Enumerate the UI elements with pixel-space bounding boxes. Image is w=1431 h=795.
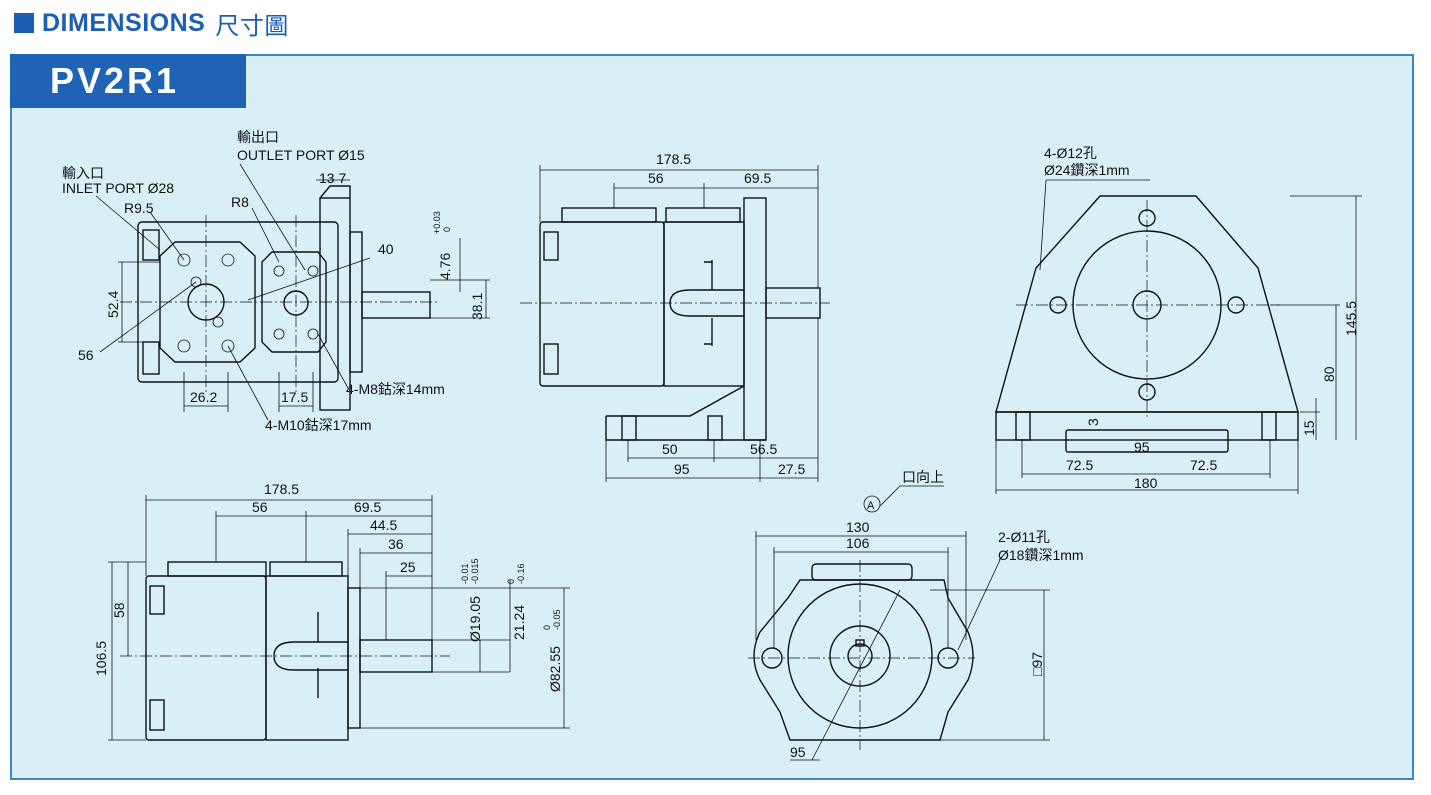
model-tab: PV2R1 (10, 54, 246, 108)
dim-72-5-right: 72.5 (1190, 457, 1217, 473)
foot-holes-line2: Ø24鑽深1mm (1044, 162, 1130, 178)
dim-69-5-flange: 69.5 (354, 499, 381, 515)
dim-50: 50 (662, 441, 678, 457)
side-foot-view (520, 165, 830, 482)
tol-82-55-upper: 0 (542, 625, 552, 630)
dim-97: □97 (1029, 652, 1045, 676)
dim-19-05: Ø19.05 (467, 596, 483, 642)
radius-label-9-5: R9.5 (124, 200, 154, 216)
heading-title: DIMENSIONS (42, 8, 206, 37)
dim-4-76: 4.76 (437, 253, 453, 280)
side-flange-view (108, 495, 570, 741)
outlet-port-label: OUTLET PORT Ø15 (237, 147, 365, 163)
dim-145-5: 145.5 (1343, 301, 1359, 336)
foot-bracket-view (995, 179, 1362, 494)
dim-52-4: 52.4 (105, 291, 121, 318)
dim-40: 40 (378, 241, 394, 257)
tol-19-05-upper: -0.01 (460, 563, 470, 584)
dim-69-5-side: 69.5 (744, 170, 771, 186)
dim-72-5-left: 72.5 (1066, 457, 1093, 473)
tol-21-24-upper: 0 (506, 579, 516, 584)
dim-21-24: 21.24 (511, 605, 527, 640)
dim-95-flange: 95 (790, 744, 806, 760)
dim-178-5-side: 178.5 (656, 151, 691, 167)
drawing-frame (10, 54, 1414, 780)
section-heading: DIMENSIONS 尺寸圖 (14, 6, 289, 40)
dim-13-7: 13 7 (319, 170, 346, 186)
dim-25: 25 (400, 559, 416, 575)
inlet-port-cn: 輸入口 (62, 165, 104, 181)
radius-label-8: R8 (231, 194, 249, 210)
tol-19-05-lower: -0.015 (470, 558, 480, 584)
outlet-port-cn: 輸出口 (237, 129, 279, 145)
dim-38-1: 38.1 (469, 293, 485, 320)
dim-180: 180 (1134, 475, 1158, 491)
flange-front-view (748, 485, 1050, 761)
square-bullet-icon (14, 13, 34, 33)
flange-holes-line1: 2-Ø11孔 (998, 529, 1050, 545)
m8-hole-label: 4-M8鈷深14mm (346, 381, 445, 397)
foot-holes-line1: 4-Ø12孔 (1044, 145, 1097, 161)
dim-95-side: 95 (674, 461, 690, 477)
port-up-label: 口向上 (902, 469, 944, 485)
flange-holes-line2: Ø18鑽深1mm (998, 547, 1084, 563)
dim-95-foot: 95 (1134, 439, 1150, 455)
m10-hole-label: 4-M10鈷深17mm (265, 417, 372, 433)
dim-44-5: 44.5 (370, 517, 397, 533)
dim-58: 58 (111, 602, 127, 618)
dim-36: 36 (388, 536, 404, 552)
tol-82-55-lower: -0.05 (552, 609, 562, 630)
dim-130: 130 (846, 519, 870, 535)
dim-3: 3 (1085, 418, 1101, 426)
view-a-circle (863, 495, 881, 513)
dim-56-side: 56 (648, 170, 664, 186)
port-face-view (95, 163, 490, 421)
dim-56-port: 56 (78, 347, 94, 363)
dim-106-5: 106.5 (93, 641, 109, 676)
tol-21-24-lower: -0.16 (516, 563, 526, 584)
dim-26-2: 26.2 (190, 389, 217, 405)
dim-27-5: 27.5 (778, 461, 805, 477)
heading-title-cn: 尺寸圖 (215, 12, 289, 40)
dim-106: 106 (846, 535, 870, 551)
view-a-label: A (867, 500, 875, 512)
dim-17-5: 17.5 (281, 389, 308, 405)
dim-56-5: 56.5 (750, 441, 777, 457)
dim-178-5-flange: 178.5 (264, 481, 299, 497)
tol-4-76-lower: 0 (442, 227, 452, 232)
dim-15: 15 (1301, 420, 1317, 436)
dim-82-55: Ø82.55 (547, 646, 563, 692)
inlet-port-label: INLET PORT Ø28 (62, 180, 174, 196)
tol-4-76-upper: +0.03 (432, 211, 442, 234)
dim-56-flange: 56 (252, 499, 268, 515)
dim-80: 80 (1321, 366, 1337, 382)
